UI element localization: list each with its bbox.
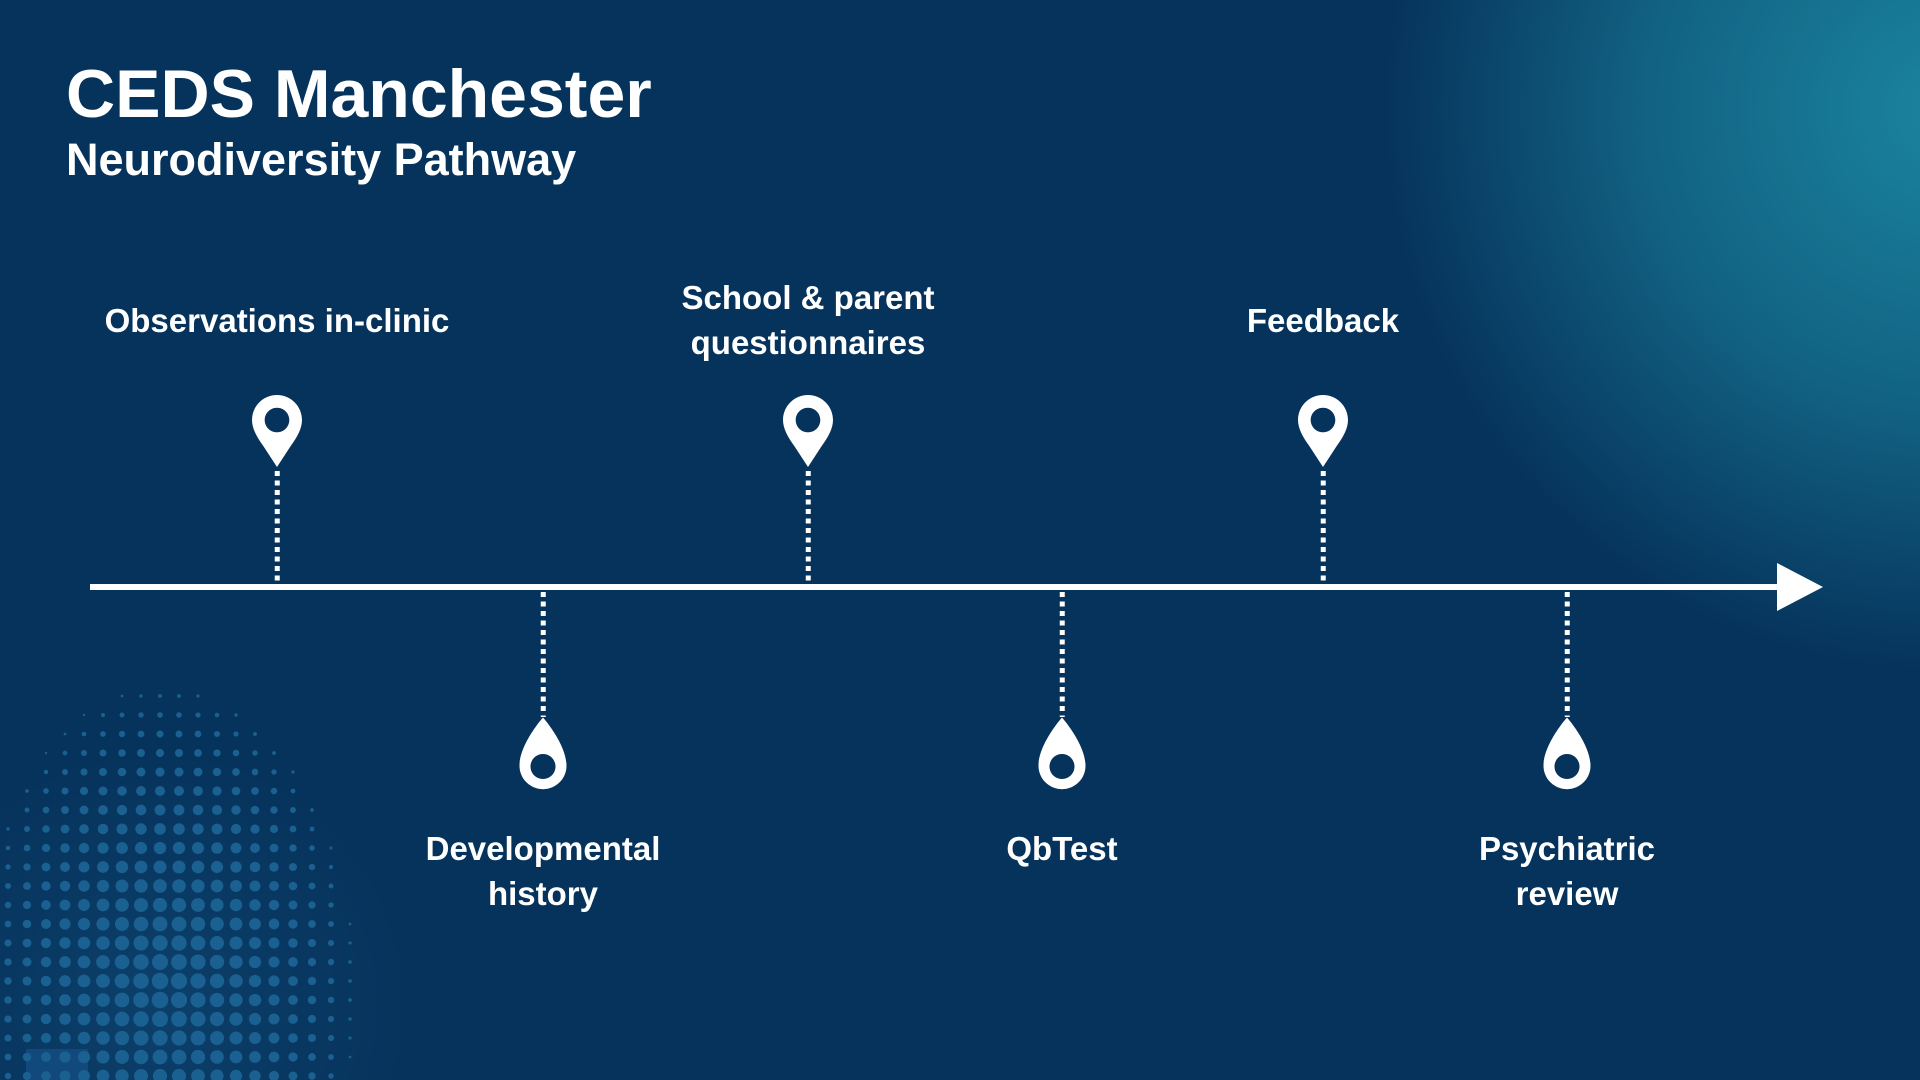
dotted-connector [1059,592,1065,717]
milestone-label-line: QbTest [1006,830,1118,867]
milestone-psychiatric-review: Psychiatric review [1387,0,1747,1080]
milestone-label-line: Observations in-clinic [104,301,450,339]
corner-accent-rect [26,1049,88,1080]
map-pin-icon [252,395,302,467]
milestone-label: QbTest [882,826,1242,871]
drop-pin-icon [1038,717,1086,790]
milestone-label-line: questionnaires [690,324,926,361]
milestone-label-line: Developmental [425,830,661,867]
drop-pin-icon [1543,717,1591,790]
arrow-right-icon [1777,563,1823,611]
milestone-label-line: Psychiatric [1478,830,1656,867]
milestone-label: Developmental history [363,826,723,916]
milestone-label: Observations in-clinic [97,270,457,370]
milestone-label-line: School & parent [681,279,935,316]
halftone-dot-pattern [0,690,380,1080]
dotted-connector [540,592,546,717]
milestone-label-line: history [487,875,599,912]
page-title: CEDS Manchester [66,56,652,132]
milestone-feedback: Feedback [1143,0,1503,1080]
map-pin-icon [783,395,833,467]
milestone-qbtest: QbTest [882,0,1242,1080]
page-subtitle: Neurodiversity Pathway [66,134,577,185]
dotted-connector [1564,592,1570,717]
milestone-label: Psychiatric review [1387,826,1747,916]
milestone-label: School & parent questionnaires [628,270,988,370]
timeline-axis [90,584,1778,590]
milestone-school-parent-questionnaires: School & parent questionnaires [628,0,988,1080]
milestone-label-line: review [1515,875,1619,912]
milestone-label: Feedback [1143,270,1503,370]
header: CEDS Manchester Neurodiversity Pathway [66,56,652,186]
drop-pin-icon [519,717,567,790]
milestone-label-line: Feedback [1246,301,1400,339]
milestone-observations-in-clinic: Observations in-clinic [97,0,457,1080]
map-pin-icon [1298,395,1348,467]
dotted-connector [805,471,811,584]
dotted-connector [1320,471,1326,584]
dotted-connector [274,471,280,584]
milestone-developmental-history: Developmental history [363,0,723,1080]
